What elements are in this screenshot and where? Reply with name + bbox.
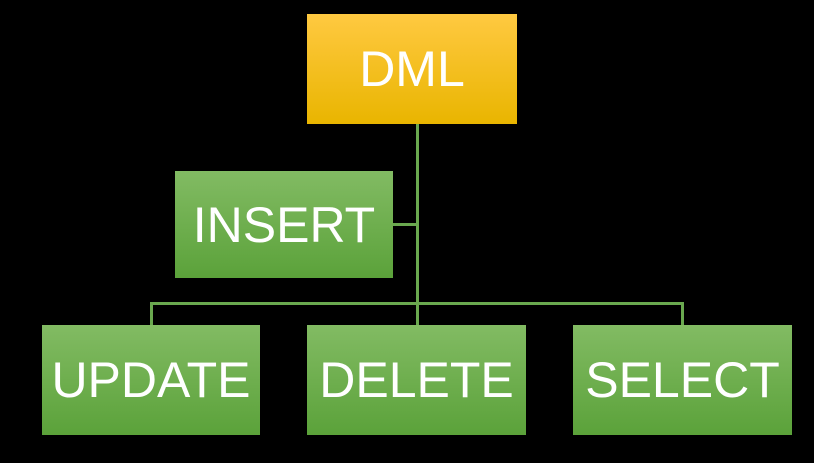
node-update-label: UPDATE: [51, 352, 251, 408]
node-dml: DML: [307, 14, 517, 124]
node-select: SELECT: [573, 325, 792, 435]
node-dml-label: DML: [359, 41, 465, 97]
node-select-label: SELECT: [585, 352, 780, 408]
node-update: UPDATE: [42, 325, 260, 435]
node-insert-label: INSERT: [192, 196, 376, 253]
node-delete: DELETE: [307, 325, 526, 435]
node-insert: INSERT: [175, 171, 393, 278]
node-delete-label: DELETE: [319, 352, 514, 408]
connector-horizontal-main: [150, 302, 684, 305]
connector-stub-select: [681, 302, 684, 326]
connector-stub-update: [150, 302, 153, 326]
connector-insert-branch: [393, 223, 418, 226]
